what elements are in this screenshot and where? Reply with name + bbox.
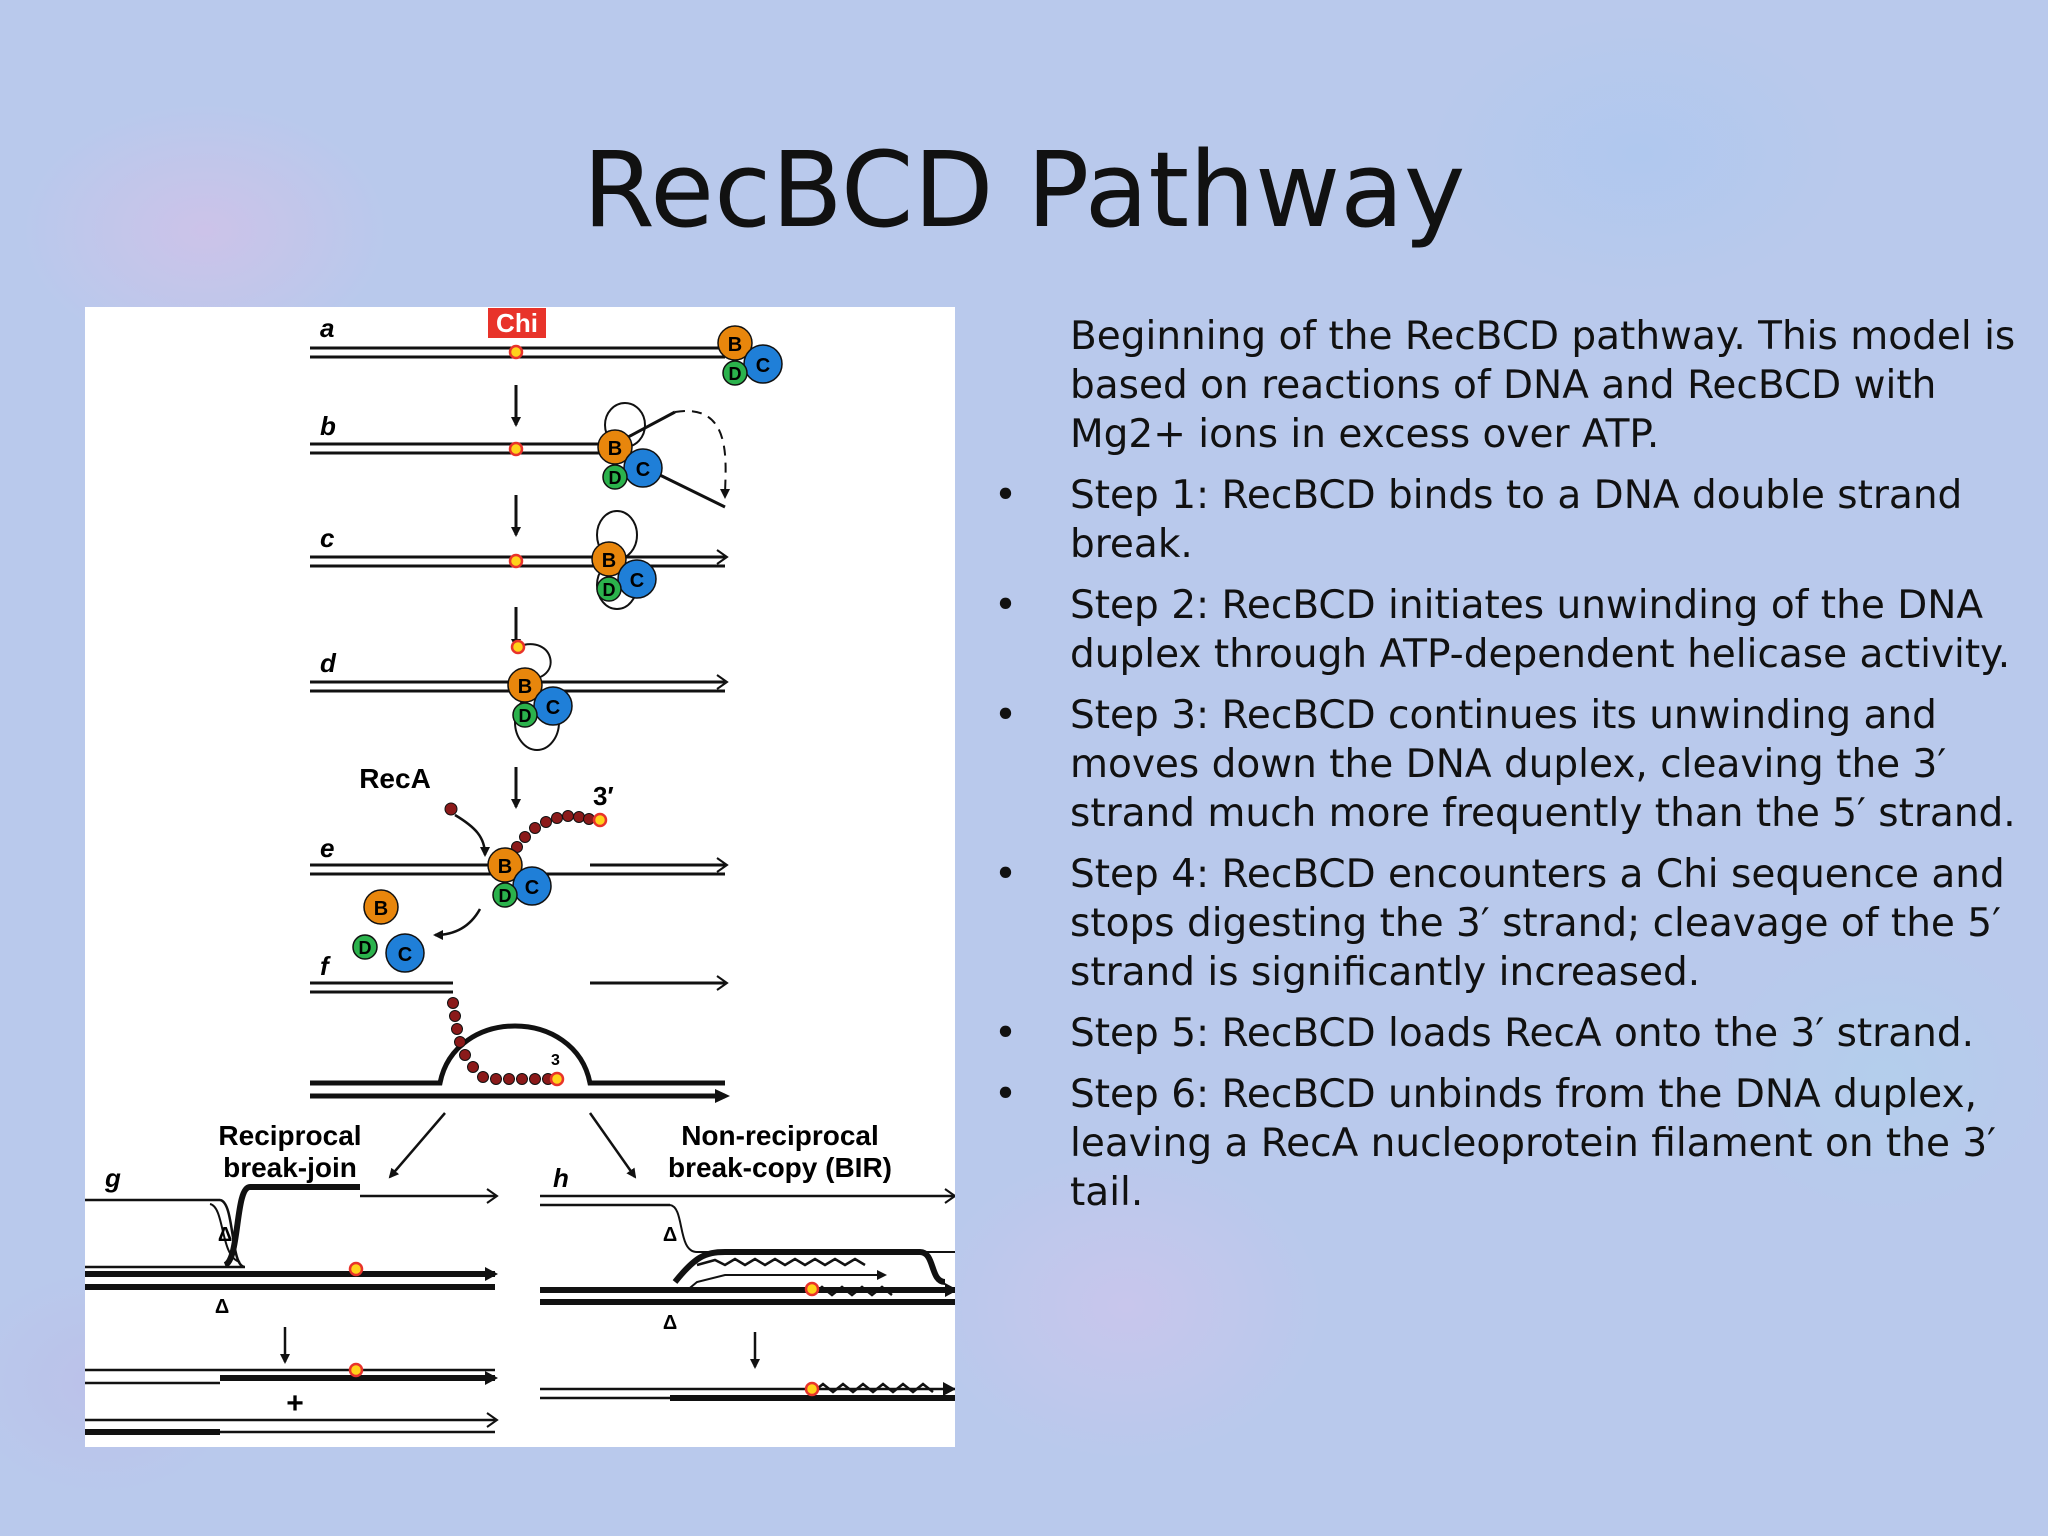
subunit-label-b: B [518,676,532,698]
plus-sign: + [286,1387,304,1420]
chi-site-marker [804,1381,820,1397]
nonreciprocal-title: Non-reciprocal [681,1120,879,1151]
branch-arrow-reciprocal [388,1112,446,1179]
panel-label-d: d [320,648,337,678]
chi-label: Chi [496,308,538,338]
step-item: Step 6: RecBCD unbinds from the DNA dupl… [990,1070,2030,1217]
recb-subunit [507,667,543,703]
unwinding-arrow [674,409,731,499]
panel-e: RecA 3′ e B C D [310,763,729,908]
released-recbcd: B D C [352,889,482,973]
chi-site-marker [510,639,526,655]
panel-b: b B C D [310,402,731,509]
panel-label-e: e [320,833,334,863]
subunit-label-b: B [608,438,622,460]
recd-subunit [512,702,538,728]
release-arrow [433,908,482,940]
recd-subunit [602,464,628,490]
nonreciprocal-subtitle: break-copy (BIR) [668,1152,892,1183]
subunit-label-d: D [603,580,616,600]
panel-g: g Δ Δ + [85,1163,499,1435]
chi-label-box [488,308,546,338]
panel-f: f 3 [310,951,730,1103]
step-item: Step 4: RecBCD encounters a Chi sequence… [990,850,2030,997]
delta-marker: Δ [215,1296,229,1318]
recb-subunit [597,429,633,465]
reca-label: RecA [359,763,431,794]
delta-marker: Δ [663,1224,677,1246]
subunit-label-c: C [636,459,650,481]
subunit-label-b: B [728,334,742,356]
subunit-label-b: B [374,898,388,920]
recd-subunit [722,360,748,386]
panel-c: c B C D [310,510,729,610]
chi-site-marker [348,1362,364,1378]
panel-label-c: c [320,523,335,553]
step-item: Step 1: RecBCD binds to a DNA double str… [990,471,2030,569]
chi-site-marker [592,812,608,828]
chi-site-marker [549,1071,565,1087]
step-item: Step 2: RecBCD initiates unwinding of th… [990,581,2030,679]
panel-label-f: f [320,951,331,981]
branch-arrow-nonreciprocal [588,1112,637,1179]
recb-subunit [717,325,753,361]
subunit-label-c: C [398,944,412,966]
subunit-label-d: D [519,706,532,726]
reciprocal-subtitle: break-join [223,1152,357,1183]
panel-label-a: a [320,313,334,343]
delta-marker: Δ [218,1224,232,1246]
subunit-label-c: C [756,355,770,377]
reca-filament [447,997,554,1085]
subunit-label-d: D [609,468,622,488]
delta-marker: Δ [663,1312,677,1334]
intro-paragraph: Beginning of the RecBCD pathway. This mo… [1070,314,2016,457]
reca-bead [444,802,458,816]
step-item: Step 5: RecBCD loads RecA onto the 3′ st… [990,1009,2030,1058]
panel-a: a Chi B C D [310,308,783,386]
step-item: Step 3: RecBCD continues its unwinding a… [990,691,2030,838]
chi-site-marker [508,441,524,457]
panel-h: h Δ Δ [540,1163,955,1401]
recb-subunit [591,541,627,577]
chi-site-marker [508,553,524,569]
subunit-label-c: C [546,697,560,719]
subunit-label-c: C [525,877,539,899]
reciprocal-title: Reciprocal [218,1120,361,1151]
slide-body: Beginning of the RecBCD pathway. This mo… [990,312,2030,1229]
step-list: Step 1: RecBCD binds to a DNA double str… [990,471,2030,1217]
recd-subunit [596,576,622,602]
subunit-label-c: C [630,570,644,592]
chi-site-marker [508,344,524,360]
three-prime-small-label: 3 [551,1052,560,1069]
three-prime-label: 3′ [593,781,614,811]
subunit-label-d: D [359,938,372,958]
reca-filament [511,810,595,853]
recb-subunit [487,847,523,883]
recbcd-pathway-figure: a Chi B C D b B C D c [85,307,955,1447]
slide-title: RecBCD Pathway [582,129,1466,251]
subunit-label-d: D [729,364,742,384]
subunit-label-b: B [602,550,616,572]
recc-subunit [617,559,657,599]
chi-site-marker [804,1281,820,1297]
subunit-label-d: D [499,886,512,906]
chi-site-marker [348,1261,364,1277]
panel-label-b: b [320,411,336,441]
recd-subunit [492,882,518,908]
panel-label-h: h [553,1163,569,1193]
panel-label-g: g [104,1163,121,1193]
panel-d: d B C D [310,639,729,751]
subunit-label-b: B [498,856,512,878]
reca-loading-arrow [454,813,490,857]
